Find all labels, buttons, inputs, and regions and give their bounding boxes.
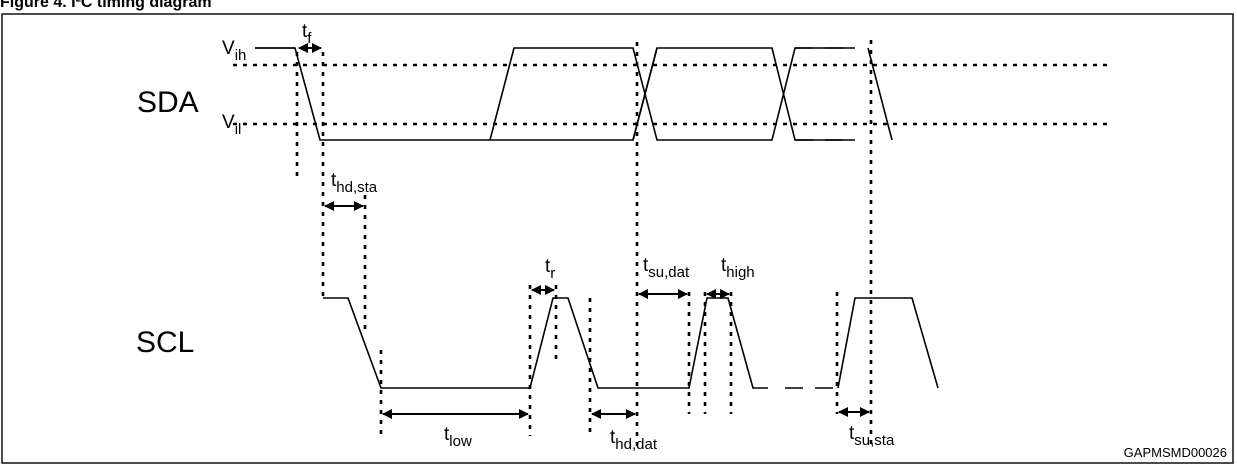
tsu-sta-label: tsu,sta — [849, 423, 895, 449]
vih-label: Vih — [222, 38, 246, 64]
figure-caption: Figure 4. I²C timing diagram — [0, 0, 212, 11]
scl-waveform — [323, 297, 939, 389]
thd-sta-label: thd,sta — [331, 170, 378, 196]
timing-arrows — [298, 43, 870, 419]
scl-label: SCL — [136, 326, 194, 359]
tf-label: tf — [302, 21, 312, 47]
sda-waveform — [255, 47, 893, 141]
tr-label: tr — [545, 256, 555, 282]
vil-label: Vil — [222, 112, 241, 138]
diagram-frame — [1, 13, 1234, 464]
figure-code: GAPMSMD00026 — [1124, 445, 1227, 460]
thigh-label: thigh — [721, 255, 755, 281]
tlow-label: tlow — [444, 424, 472, 450]
tsu-dat-label: tsu,dat — [643, 255, 690, 281]
thd-dat-label: thd,dat — [610, 427, 658, 453]
sda-label: SDA — [137, 86, 199, 119]
